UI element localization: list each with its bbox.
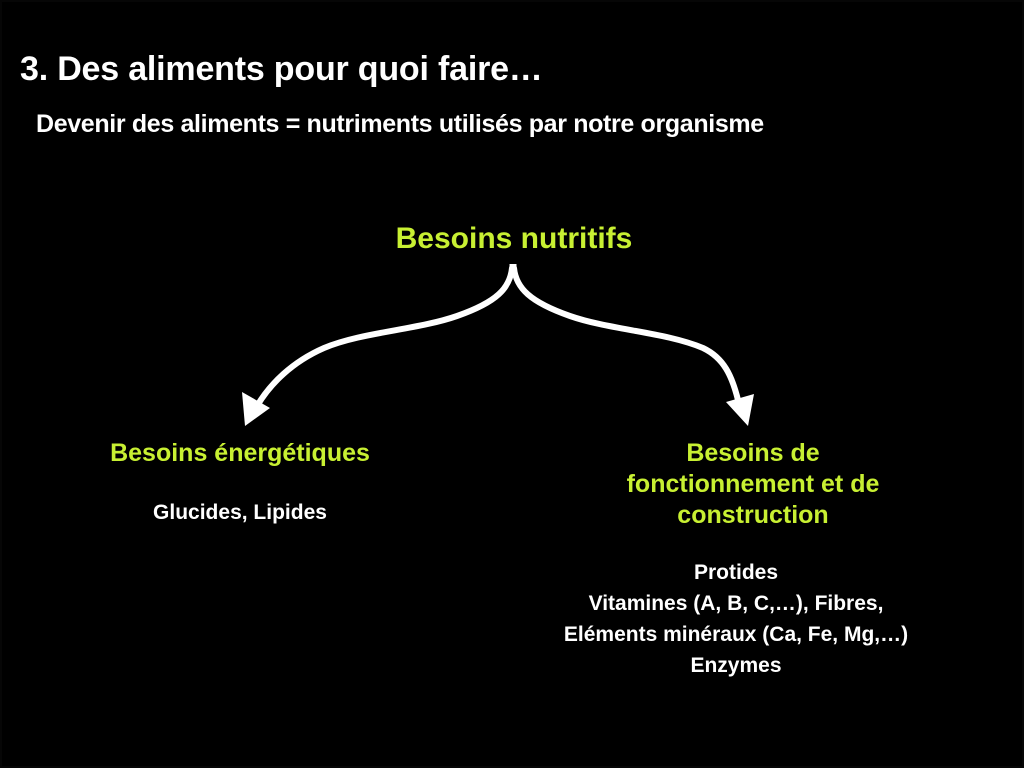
arrow-left-stroke bbox=[254, 265, 515, 409]
page-subtitle: Devenir des aliments = nutriments utilis… bbox=[36, 109, 764, 138]
branch-fonctionnement-details: Protides Vitamines (A, B, C,…), Fibres, … bbox=[516, 557, 956, 681]
diagram-root-node: Besoins nutritifs bbox=[2, 221, 1022, 257]
branch-energetiques-heading: Besoins énergétiques bbox=[20, 438, 460, 469]
branch-fonctionnement-heading: Besoins de fonctionnement et de construc… bbox=[550, 438, 956, 531]
branch-detail-line: Protides bbox=[693, 561, 779, 584]
branch-energetiques-details: Glucides, Lipides bbox=[20, 497, 460, 528]
branch-heading-line: Besoins de bbox=[686, 439, 820, 467]
branch-detail-line: Glucides, Lipides bbox=[153, 501, 327, 524]
arrow-right-head-icon bbox=[726, 394, 754, 426]
branch-detail-line: Enzymes bbox=[690, 654, 782, 677]
arrow-right-stroke bbox=[511, 265, 741, 403]
branch-energetiques: Besoins énergétiques Glucides, Lipides bbox=[20, 438, 460, 528]
branch-fonctionnement-construction: Besoins de fonctionnement et de construc… bbox=[550, 438, 956, 681]
branch-heading-line: fonctionnement et de bbox=[626, 470, 880, 498]
branch-heading-line: construction bbox=[677, 501, 829, 529]
branch-detail-line: Vitamines (A, B, C,…), Fibres, bbox=[588, 592, 884, 615]
branch-heading-line: Besoins énergétiques bbox=[110, 439, 370, 467]
diagram-root-label: Besoins nutritifs bbox=[395, 222, 633, 255]
branch-detail-line: Eléments minéraux (Ca, Fe, Mg,…) bbox=[563, 623, 909, 646]
arrow-left-head-icon bbox=[242, 392, 270, 426]
page-title: 3. Des aliments pour quoi faire… bbox=[20, 49, 543, 88]
